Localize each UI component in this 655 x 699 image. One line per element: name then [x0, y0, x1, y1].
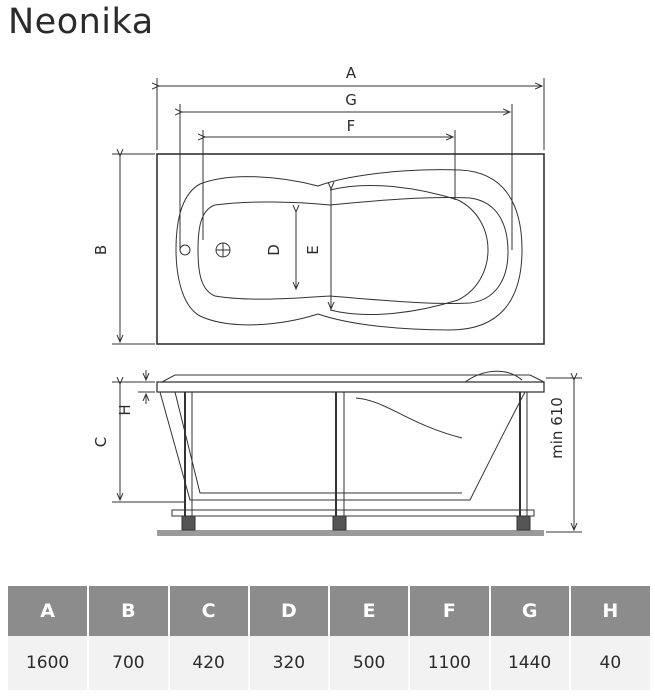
label-c: C — [92, 437, 110, 447]
header-e: E — [329, 586, 411, 636]
value-g: 1440 — [489, 636, 571, 690]
header-g: G — [489, 586, 571, 636]
label-d: D — [265, 244, 283, 256]
dimensions-value-row: 1600 700 420 320 500 1100 1440 40 — [8, 636, 650, 690]
value-c: 420 — [168, 636, 250, 690]
header-f: F — [409, 586, 491, 636]
value-e: 500 — [329, 636, 411, 690]
product-title: Neonika — [8, 2, 154, 42]
label-a: A — [346, 64, 357, 82]
value-b: 700 — [88, 636, 170, 690]
label-g: G — [345, 91, 357, 109]
label-b: B — [92, 245, 110, 255]
bathtub-technical-drawing: A G F B D E — [92, 64, 582, 536]
dimensions-table: A B C D E F G H 1600 700 420 320 500 110… — [8, 586, 650, 690]
label-e: E — [304, 245, 322, 254]
header-h: H — [569, 586, 650, 636]
value-h: 40 — [569, 636, 650, 690]
label-h: H — [116, 404, 134, 415]
top-view — [112, 78, 545, 345]
side-view — [112, 370, 582, 536]
dimensions-header-row: A B C D E F G H — [8, 586, 650, 636]
label-f: F — [347, 117, 356, 135]
header-b: B — [88, 586, 170, 636]
value-f: 1100 — [409, 636, 491, 690]
header-a: A — [8, 586, 90, 636]
value-a: 1600 — [8, 636, 90, 690]
header-d: D — [248, 586, 331, 636]
value-d: 320 — [248, 636, 331, 690]
header-c: C — [168, 586, 250, 636]
label-min-height: min 610 — [548, 397, 566, 459]
